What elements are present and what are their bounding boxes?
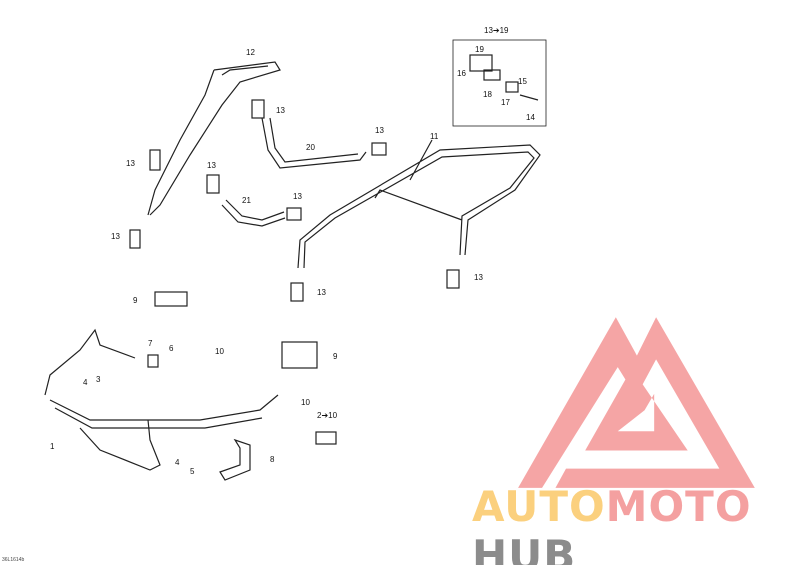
callout-label: 13	[111, 232, 120, 241]
part-9-bracket	[154, 291, 188, 307]
kit-box	[452, 39, 547, 127]
watermark-brand: AUTOMOTO HUB	[472, 482, 800, 565]
callout-label: 21	[242, 196, 251, 205]
callout-label: 1	[50, 442, 55, 451]
callout-label: 10	[215, 347, 224, 356]
brand-moto: MOTO	[605, 482, 752, 531]
part-18-block	[483, 69, 501, 81]
part-11-cage	[297, 139, 541, 269]
part-13-clamp	[446, 269, 460, 289]
part-17-block	[505, 81, 519, 93]
callout-label: 15	[518, 77, 527, 86]
brand-hub: HUB	[472, 531, 577, 565]
part-13-clamp	[206, 174, 220, 194]
brand-auto: AUTO	[472, 482, 606, 531]
part-20-bar	[261, 117, 367, 169]
callout-label: 18	[483, 90, 492, 99]
callout-label: 13	[276, 106, 285, 115]
part-13-clamp	[149, 149, 161, 171]
part-12-bar	[147, 61, 281, 216]
part-21-bar	[221, 199, 286, 227]
callout-label: 17	[501, 98, 510, 107]
part-13-clamp	[290, 282, 304, 302]
watermark-logo-icon	[518, 317, 755, 488]
callout-label: 9	[333, 352, 338, 361]
callout-label: 13	[474, 273, 483, 282]
callout-label: 13	[126, 159, 135, 168]
callout-label: 11	[430, 132, 439, 141]
part-8-bracket	[219, 438, 251, 481]
callout-label: 6	[169, 344, 174, 353]
callout-label: 13	[207, 161, 216, 170]
kit-label: 13➔19	[484, 26, 509, 35]
callout-label: 3	[96, 375, 101, 384]
callout-label: 12	[246, 48, 255, 57]
part-19-plate	[469, 54, 493, 72]
callout-label: 13	[293, 192, 302, 201]
diagram-code: 36L1614b	[2, 557, 25, 563]
part-13-clamp	[371, 142, 387, 156]
part-9-bracket-right	[281, 341, 318, 369]
part-1-bumper	[44, 328, 279, 471]
callout-label: 13	[317, 288, 326, 297]
part-2-10-kit	[315, 431, 337, 445]
callout-label: 19	[475, 45, 484, 54]
part-13-clamp	[129, 229, 141, 249]
callout-label: 13	[375, 126, 384, 135]
part-13-clamp	[286, 207, 302, 221]
callout-label: 14	[526, 113, 535, 122]
callout-label: 8	[270, 455, 275, 464]
part-7-plate	[147, 354, 159, 368]
callout-label: 16	[457, 69, 466, 78]
callout-label: 7	[148, 339, 153, 348]
watermark-triangle	[518, 317, 755, 488]
part-13-clamp	[251, 99, 265, 119]
callout-label: 5	[190, 467, 195, 476]
callout-label: 10	[301, 398, 310, 407]
callout-label: 4	[83, 378, 88, 387]
part-14-bolt	[519, 94, 539, 101]
callout-label: 20	[306, 143, 315, 152]
callout-label: 9	[133, 296, 138, 305]
callout-label: 2➔10	[317, 411, 338, 420]
callout-label: 4	[175, 458, 180, 467]
